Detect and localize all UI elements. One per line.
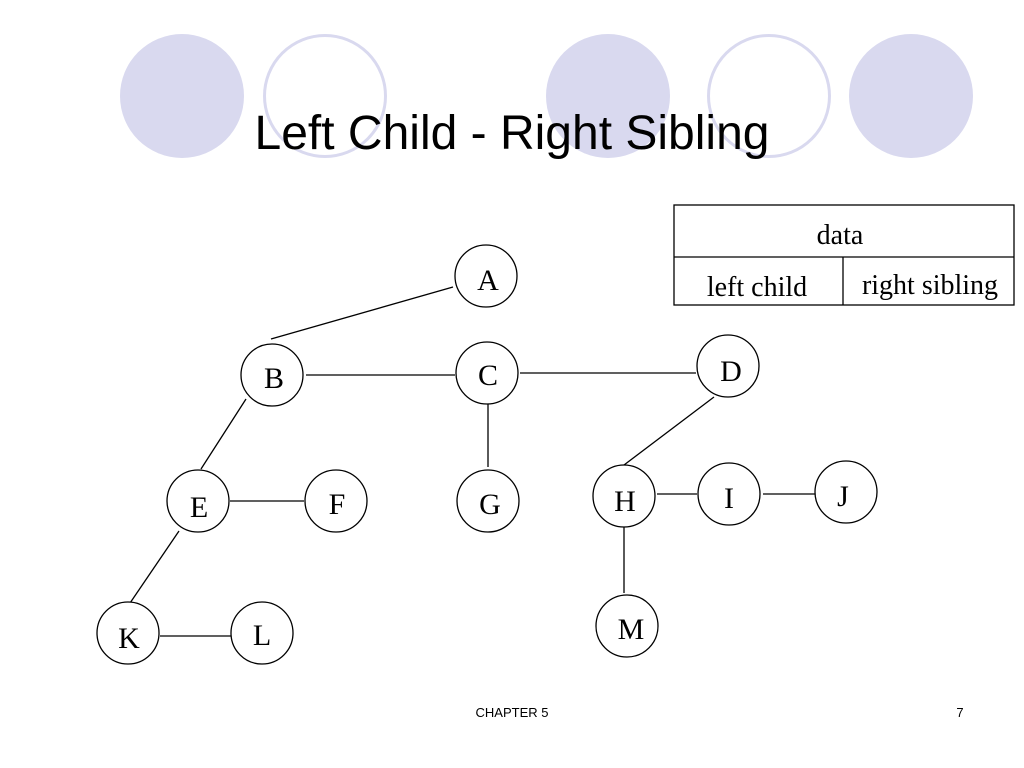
node-label: J bbox=[837, 480, 849, 513]
node-label: C bbox=[478, 359, 498, 392]
node-circle bbox=[814, 460, 878, 524]
node-circle bbox=[595, 594, 659, 658]
decorative-circle-filled bbox=[546, 34, 670, 158]
tree-node-b: B bbox=[240, 343, 304, 407]
left-child-edge-b-e bbox=[200, 398, 247, 470]
node-circle bbox=[230, 601, 294, 665]
node-label: A bbox=[477, 264, 499, 297]
tree-node-e: E bbox=[166, 469, 230, 533]
page-number: 7 bbox=[956, 705, 964, 720]
node-structure-outline bbox=[673, 204, 1015, 306]
decorative-circle-filled bbox=[849, 34, 973, 158]
node-circle bbox=[696, 334, 760, 398]
node-label: D bbox=[720, 355, 742, 388]
tree-edges bbox=[127, 286, 815, 637]
left-child-edge-e-k bbox=[127, 530, 180, 607]
right-sibling-field-label: right sibling bbox=[862, 270, 998, 301]
tree-node-l: L bbox=[230, 601, 294, 665]
node-circle bbox=[456, 469, 520, 533]
left-child-edge-a-b bbox=[270, 286, 454, 340]
node-label: H bbox=[614, 485, 636, 518]
tree-nodes: A B C D E F G bbox=[96, 244, 878, 665]
slide-title: Left Child - Right Sibling bbox=[254, 107, 770, 160]
left-child-field-label: left child bbox=[707, 272, 807, 303]
node-label: K bbox=[118, 622, 140, 655]
tree-node-j: J bbox=[814, 460, 878, 524]
node-label: F bbox=[329, 488, 346, 521]
node-circle bbox=[166, 469, 230, 533]
node-label: E bbox=[190, 491, 208, 524]
decorative-circle-outline bbox=[707, 34, 831, 158]
left-child-edge-d-h bbox=[623, 396, 715, 466]
node-label: L bbox=[253, 619, 271, 652]
node-circle bbox=[240, 343, 304, 407]
node-label: B bbox=[264, 362, 284, 395]
node-label: G bbox=[479, 488, 501, 521]
tree-node-f: F bbox=[304, 469, 368, 533]
data-field-label: data bbox=[817, 220, 864, 251]
node-circle bbox=[697, 462, 761, 526]
tree-node-i: I bbox=[697, 462, 761, 526]
node-circle bbox=[455, 341, 519, 405]
node-circle bbox=[592, 464, 656, 528]
node-circle bbox=[454, 244, 518, 308]
tree-node-a: A bbox=[454, 244, 518, 308]
footer-chapter: CHAPTER 5 bbox=[475, 705, 549, 720]
tree-node-h: H bbox=[592, 464, 656, 528]
node-label: M bbox=[618, 613, 645, 646]
node-circle bbox=[96, 601, 160, 665]
decorative-circle-filled bbox=[120, 34, 244, 158]
node-label: I bbox=[724, 482, 734, 515]
tree-node-g: G bbox=[456, 469, 520, 533]
decorative-circle-outline bbox=[263, 34, 387, 158]
node-circle bbox=[304, 469, 368, 533]
node-structure-box: data left child right sibling bbox=[673, 204, 1015, 306]
tree-node-d: D bbox=[696, 334, 760, 398]
tree-node-k: K bbox=[96, 601, 160, 665]
tree-node-m: M bbox=[595, 594, 659, 658]
tree-node-c: C bbox=[455, 341, 519, 405]
